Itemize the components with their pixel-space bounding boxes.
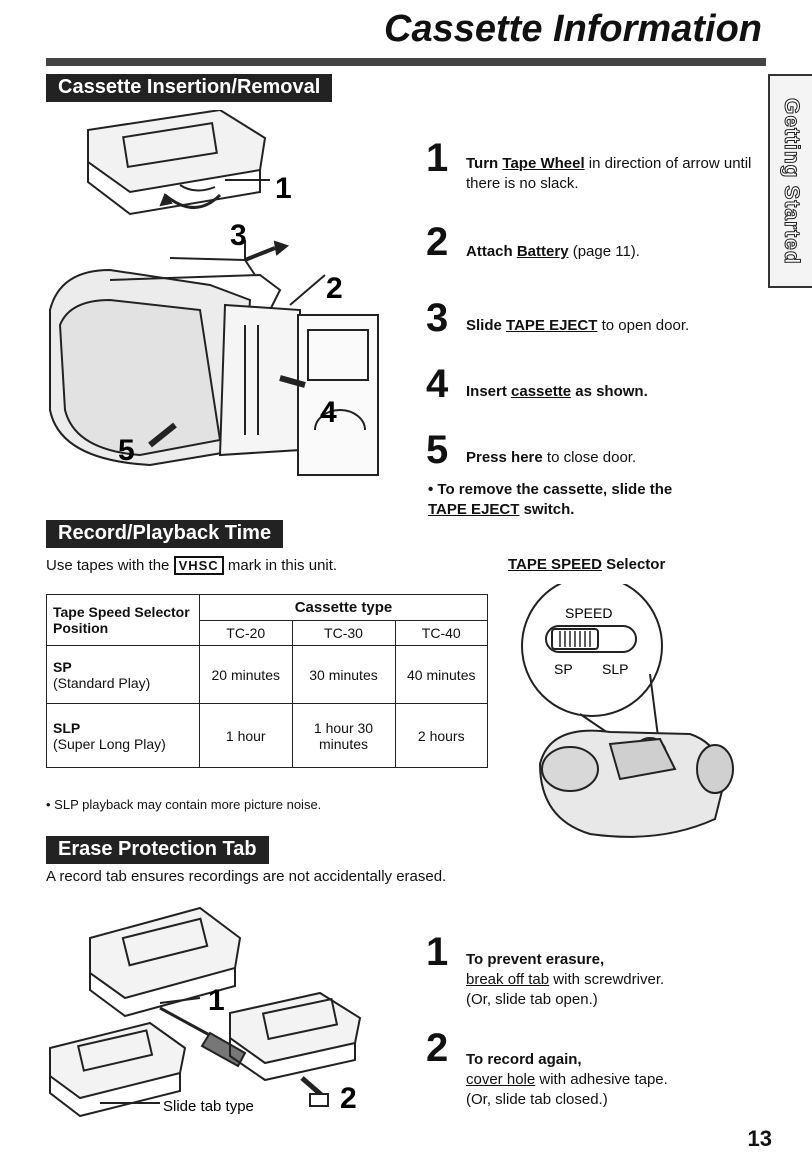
step-number: 2 — [426, 1026, 449, 1070]
erase-callout-2: 2 — [340, 1082, 357, 1115]
slide-tab-type-label: Slide tab type — [163, 1098, 254, 1115]
step-number: 3 — [426, 296, 449, 340]
section-heading-insertion: Cassette Insertion/Removal — [46, 74, 333, 102]
vhs-c-mark: VHSC — [173, 556, 224, 575]
table-cell: 1 hour — [199, 703, 293, 768]
table-cell: 20 minutes — [199, 645, 293, 704]
table-cell: 40 minutes — [394, 645, 488, 704]
side-tab: Getting Started — [768, 74, 812, 288]
page-number: 13 — [747, 1126, 772, 1151]
insertion-illustration: 1 2 3 4 5 — [49, 110, 379, 476]
step-text: Attach Battery (page 11). — [466, 243, 640, 260]
callout-3: 3 — [230, 219, 247, 252]
table-header-type: TC-30 — [291, 620, 396, 646]
step-number: 5 — [426, 428, 449, 472]
table-row: SP(Standard Play) 20 minutes 30 minutes … — [46, 645, 488, 704]
table-cell: 1 hour 30 minutes — [291, 703, 396, 768]
table-row: SLP(Super Long Play) 1 hour 1 hour 30 mi… — [46, 703, 488, 768]
cassette-type-table: Tape Speed Selector Position Cassette ty… — [46, 594, 488, 768]
erase-callout-1: 1 — [208, 984, 225, 1017]
table-header-type: TC-20 — [199, 620, 293, 646]
table-header-position: Tape Speed Selector Position — [46, 594, 200, 646]
speed-selector-illustration: SPEED SP SLP — [521, 584, 734, 838]
step-text: Slide TAPE EJECT to open door. — [466, 317, 690, 334]
step-number: 2 — [426, 220, 449, 264]
table-cell-mode: SLP(Super Long Play) — [46, 703, 200, 768]
section-heading-record-time: Record/Playback Time — [46, 520, 284, 548]
step-number: 1 — [426, 930, 449, 974]
callout-4: 4 — [320, 396, 337, 429]
callout-5: 5 — [118, 434, 135, 467]
table-cell: 2 hours — [394, 703, 488, 768]
sp-label: SP — [554, 661, 573, 677]
speed-label: SPEED — [565, 605, 612, 621]
table-cell: 30 minutes — [291, 645, 396, 704]
table-header-cassette-type: Cassette type — [199, 594, 488, 621]
record-time-intro: Use tapes with the VHSC mark in this uni… — [46, 556, 338, 575]
callout-1: 1 — [275, 172, 292, 205]
table-header-type: TC-40 — [394, 620, 488, 646]
erase-intro: A record tab ensures recordings are not … — [46, 868, 447, 885]
step-number: 4 — [426, 362, 449, 406]
tape-speed-selector-label: TAPE SPEED Selector — [508, 556, 666, 573]
slp-noise-note: • SLP playback may contain more picture … — [46, 797, 322, 812]
page-title: Cassette Information — [384, 8, 762, 50]
section-heading-erase: Erase Protection Tab — [46, 836, 269, 864]
step-text: Press here to close door. — [466, 449, 637, 466]
step-number: 1 — [426, 136, 449, 180]
callout-2: 2 — [326, 272, 343, 305]
step-text: To prevent erasure, break off tab with s… — [466, 951, 665, 1008]
erase-illustration: 1 2 Slide tab type — [49, 906, 362, 1118]
step-text: Insert cassette as shown. — [466, 383, 648, 400]
step-text: To record again, cover hole with adhesiv… — [466, 1051, 668, 1108]
title-rule — [46, 58, 766, 66]
table-cell-mode: SP(Standard Play) — [46, 645, 200, 704]
slp-label: SLP — [602, 661, 628, 677]
removal-note: • To remove the cassette, slide the TAPE… — [428, 481, 673, 518]
side-tab-label: Getting Started — [780, 97, 804, 265]
step-text: Turn Tape Wheel in direction of arrow un… — [466, 155, 752, 192]
